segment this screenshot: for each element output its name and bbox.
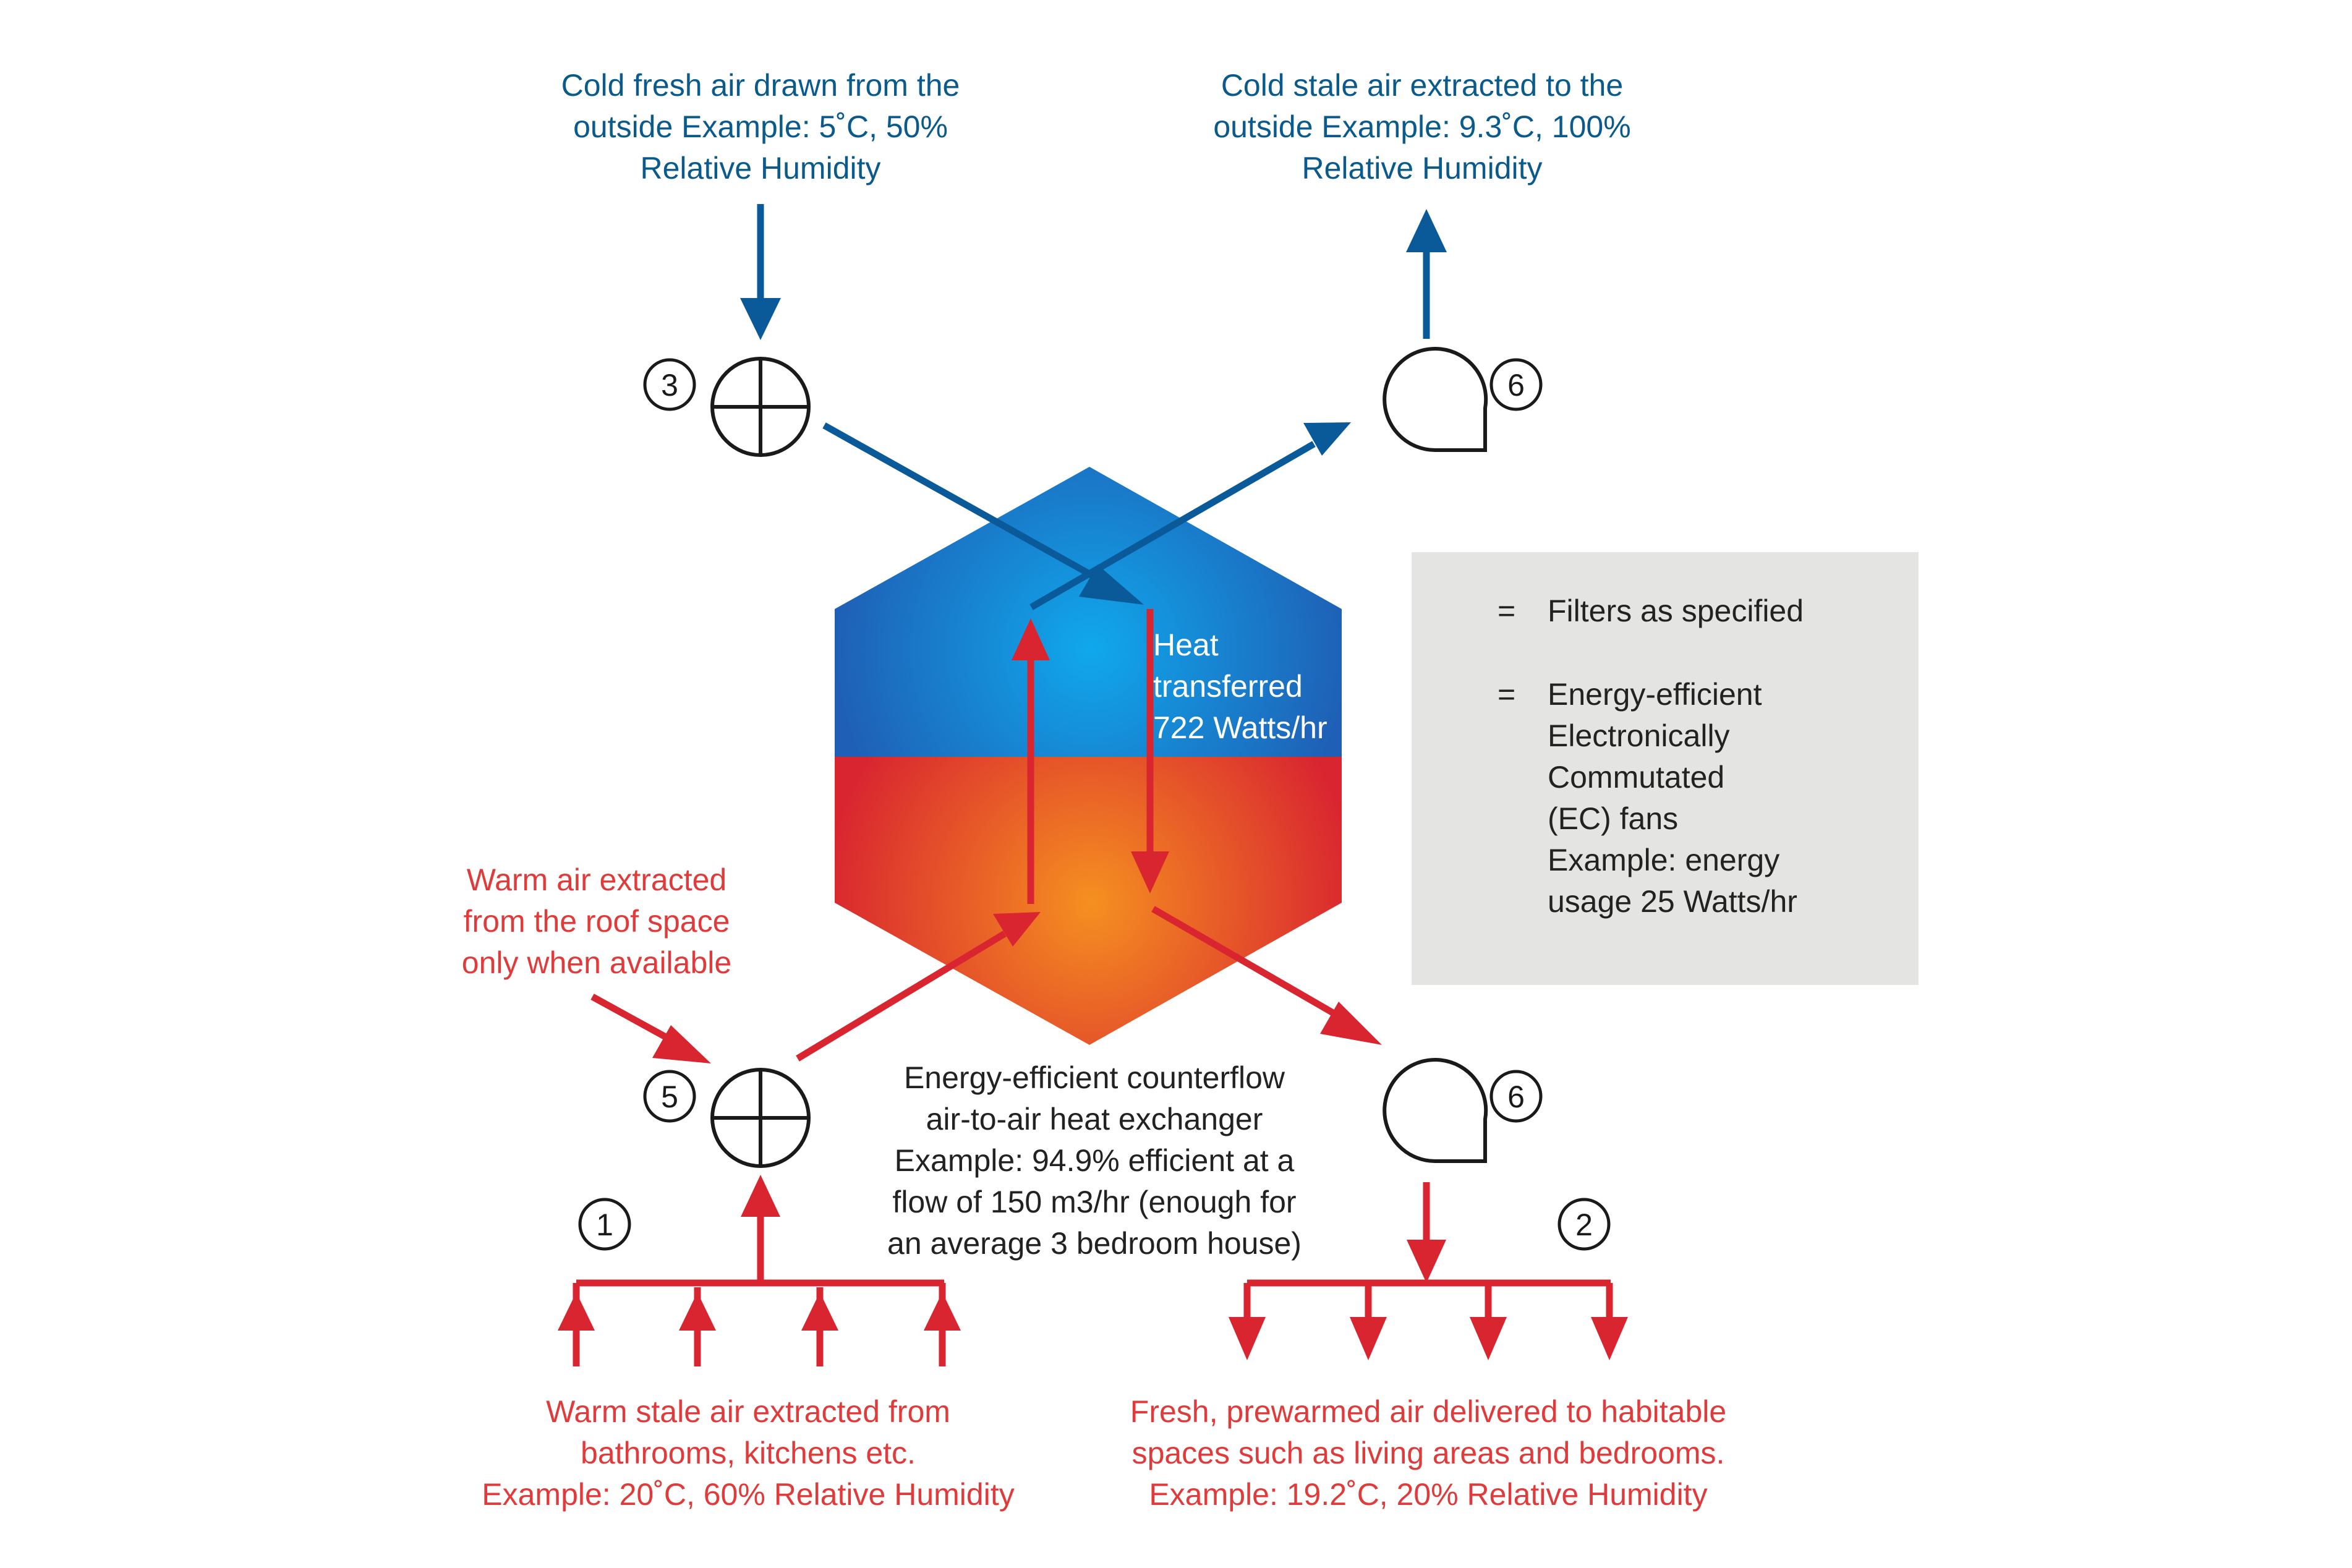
- warm-extract-riser-arrowhead: [1012, 618, 1050, 660]
- roof-space-arrowhead: [652, 1025, 711, 1063]
- roof-space-line-3: only when available: [461, 945, 732, 980]
- warm-stale-air-label: Warm stale air extracted from bathrooms,…: [451, 1391, 1045, 1515]
- cold-air-flows: [740, 204, 1447, 610]
- cold-stale-diagonal-arrow: [1029, 441, 1316, 610]
- hexagon-warm-half: [835, 757, 1342, 1045]
- hexagon-cold-half: [835, 467, 1342, 757]
- roof-space-line-1: Warm air extracted: [466, 863, 727, 897]
- roof-space-label: Warm air extracted from the roof space o…: [420, 859, 773, 984]
- badge-filter-top: [643, 358, 696, 411]
- badge-filter-bottom-number: 5: [661, 1080, 678, 1114]
- badge-fan-top: [1489, 358, 1543, 411]
- extract-branch-3-arrowhead: [801, 1292, 838, 1331]
- heat-transferred-line-1: Heat: [1153, 628, 1219, 662]
- heat-exchanger-line-3: Example: 94.9% efficient at a: [894, 1143, 1295, 1178]
- roof-space-line-2: from the roof space: [463, 904, 730, 939]
- warm-stale-air-line-2: bathrooms, kitchens etc.: [581, 1436, 916, 1470]
- badge-supply-branch: [1557, 1198, 1611, 1251]
- badge-fan-bottom: [1489, 1070, 1543, 1123]
- supply-branch-4-arrowhead: [1591, 1317, 1628, 1360]
- legend-fan-line-6: usage 25 Watts/hr: [1548, 884, 1797, 919]
- badge-filter-top-number: 3: [661, 368, 678, 403]
- cold-fresh-diagonal-arrowhead: [1079, 565, 1144, 605]
- extract-branch-1-arrowhead: [558, 1292, 595, 1331]
- fresh-prewarmed-air-line-3: Example: 19.2˚C, 20% Relative Humidity: [1149, 1477, 1708, 1512]
- legend-fan-line-1: Energy-efficient: [1548, 677, 1762, 712]
- heat-exchanger-line-4: flow of 150 m3/hr (enough for: [892, 1185, 1297, 1219]
- legend-fan-description: Energy-efficient Electronically Commutat…: [1548, 674, 1797, 922]
- heat-transferred-label: Heat transferred 722 Watts/hr: [1153, 624, 1327, 749]
- legend-fan-line-5: Example: energy: [1548, 843, 1780, 877]
- badge-extract-branch-number: 1: [596, 1208, 613, 1242]
- cold-fresh-air-line-1: Cold fresh air drawn from the: [561, 68, 960, 103]
- legend-box: [1412, 552, 1919, 985]
- warm-extract-diagonal-arrow: [796, 931, 1007, 1062]
- warm-stale-air-line-3: Example: 20˚C, 60% Relative Humidity: [482, 1477, 1015, 1512]
- warm-supply-diagonal-arrow: [1151, 906, 1350, 1025]
- cold-fresh-diagonal-arrow: [822, 422, 1110, 587]
- heat-transfer-down-arrowhead: [1131, 851, 1169, 893]
- cold-fresh-air-label: Cold fresh air drawn from the outside Ex…: [513, 65, 1008, 189]
- ec-fan-icon: [1383, 347, 1488, 453]
- cold-fresh-inlet-arrowhead: [740, 298, 781, 340]
- cold-stale-air-line-1: Cold stale air extracted to the: [1221, 68, 1624, 103]
- heat-exchanger-line-5: an average 3 bedroom house): [887, 1226, 1302, 1261]
- cold-stale-outlet-arrowhead: [1406, 209, 1447, 252]
- badge-fan-bottom-number: 6: [1507, 1080, 1525, 1114]
- number-badge-labels: 3 6 5 6 1 2: [596, 368, 1593, 1242]
- cold-stale-diagonal-arrowhead: [1303, 422, 1351, 456]
- heat-exchanger-hexagon: [835, 467, 1342, 1045]
- number-badges: [578, 358, 1611, 1251]
- fresh-prewarmed-air-label: Fresh, prewarmed air delivered to habita…: [1101, 1391, 1756, 1515]
- legend-fan-line-3: Commutated: [1548, 760, 1725, 795]
- badge-extract-branch: [578, 1198, 631, 1251]
- extract-branch-2-arrowhead: [679, 1292, 716, 1331]
- heat-exchanger-label: Energy-efficient counterflow air-to-air …: [853, 1057, 1336, 1264]
- legend-fan-line-2: Electronically: [1548, 718, 1730, 753]
- legend-fan-line-4: (EC) fans: [1548, 801, 1679, 836]
- legend-fan-equals: =: [1498, 677, 1516, 712]
- warm-air-flows: [558, 609, 1628, 1366]
- ec-fan-icon: [1383, 1058, 1488, 1164]
- warm-stale-air-line-1: Warm stale air extracted from: [546, 1394, 950, 1429]
- legend-filter-equals: =: [1498, 594, 1516, 628]
- badge-filter-bottom: [643, 1070, 696, 1123]
- heat-exchanger-line-1: Energy-efficient counterflow: [903, 1060, 1285, 1095]
- extract-branch-4-arrowhead: [924, 1292, 961, 1331]
- heat-transferred-line-3: 722 Watts/hr: [1153, 710, 1327, 745]
- supply-branch-1-arrowhead: [1229, 1317, 1266, 1360]
- supply-manifold-drop-arrowhead: [1407, 1240, 1446, 1283]
- cold-fresh-air-line-3: Relative Humidity: [640, 151, 881, 185]
- extract-manifold-riser-arrowhead: [741, 1175, 780, 1217]
- heat-transferred-line-2: transferred: [1153, 669, 1303, 704]
- cold-stale-air-line-3: Relative Humidity: [1302, 151, 1543, 185]
- cold-stale-air-line-2: outside Example: 9.3˚C, 100%: [1213, 109, 1631, 144]
- badge-fan-top-number: 6: [1507, 368, 1525, 403]
- fresh-prewarmed-air-line-2: spaces such as living areas and bedrooms…: [1131, 1436, 1725, 1470]
- heat-exchanger-line-2: air-to-air heat exchanger: [926, 1102, 1263, 1136]
- cold-stale-air-label: Cold stale air extracted to the outside …: [1175, 65, 1669, 189]
- fresh-prewarmed-air-line-1: Fresh, prewarmed air delivered to habita…: [1130, 1394, 1727, 1429]
- warm-extract-diagonal-arrowhead: [993, 912, 1041, 947]
- supply-branch-2-arrowhead: [1350, 1317, 1387, 1360]
- legend-filter-description: Filters as specified: [1548, 594, 1804, 628]
- badge-supply-branch-number: 2: [1575, 1208, 1593, 1242]
- cold-fresh-air-line-2: outside Example: 5˚C, 50%: [573, 109, 948, 144]
- warm-supply-diagonal-arrowhead: [1320, 1002, 1382, 1045]
- filter-crosshair-icon: [710, 1068, 811, 1168]
- supply-branch-3-arrowhead: [1470, 1317, 1507, 1360]
- filter-crosshair-icon: [710, 357, 811, 457]
